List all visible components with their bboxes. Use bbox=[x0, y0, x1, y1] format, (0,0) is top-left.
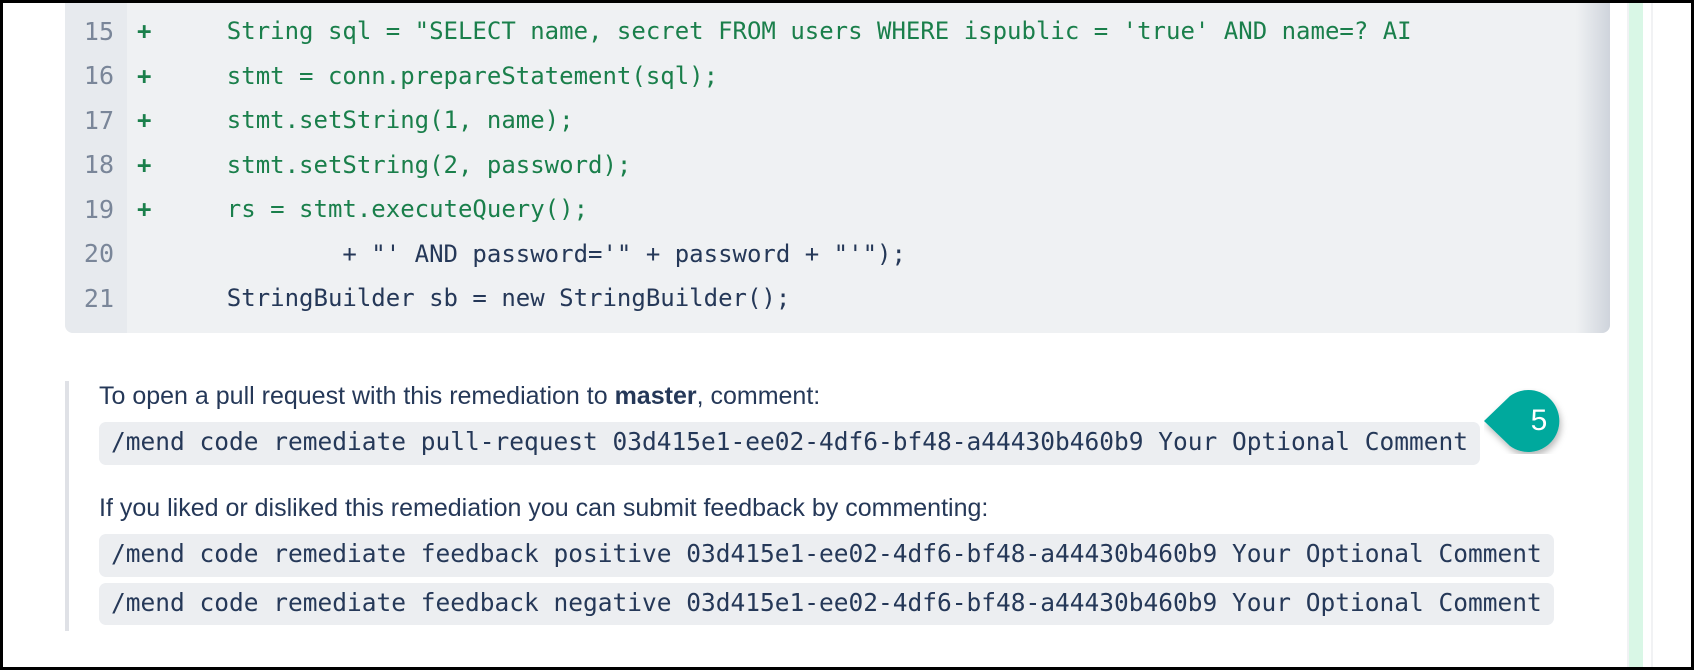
callout-pin-icon bbox=[1484, 390, 1560, 452]
pull-request-command[interactable]: /mend code remediate pull-request 03d415… bbox=[99, 422, 1481, 465]
diff-marker-plus: + bbox=[137, 195, 152, 224]
scroll-track-edge-right bbox=[1651, 3, 1653, 667]
diff-row[interactable]: 17 + stmt.setString(1, name); bbox=[65, 98, 1610, 143]
diff-gutter bbox=[65, 3, 127, 333]
diff-code-text: StringBuilder sb = new StringBuilder(); bbox=[169, 284, 791, 313]
spacer bbox=[99, 471, 1505, 493]
diff-row[interactable]: 20 + "' AND password='" + password + "'"… bbox=[65, 232, 1610, 277]
pull-request-instruction: To open a pull request with this remedia… bbox=[99, 381, 1505, 412]
feedback-negative-command[interactable]: /mend code remediate feedback negative 0… bbox=[99, 582, 1554, 626]
diff-code-block: 15 + String sql = "SELECT name, secret F… bbox=[65, 3, 1610, 333]
scroll-track-edge-left bbox=[1627, 3, 1629, 667]
pull-request-instruction-suffix: , comment: bbox=[696, 382, 821, 410]
diff-marker-plus: + bbox=[137, 17, 152, 46]
diff-marker-plus: + bbox=[137, 106, 152, 135]
diff-row[interactable]: 19 + rs = stmt.executeQuery(); bbox=[65, 187, 1610, 232]
diff-code-text: stmt.setString(2, password); bbox=[169, 150, 632, 179]
diff-line-number: 20 bbox=[83, 239, 114, 269]
diff-line-number: 19 bbox=[83, 194, 114, 224]
diff-row[interactable]: 15 + String sql = "SELECT name, secret F… bbox=[65, 9, 1610, 54]
diff-code-text: stmt.setString(1, name); bbox=[169, 106, 574, 135]
diff-line-number: 21 bbox=[83, 283, 114, 313]
diff-code-text: stmt = conn.prepareStatement(sql); bbox=[169, 61, 719, 90]
diff-line-number: 16 bbox=[83, 61, 114, 91]
diff-marker-plus: + bbox=[137, 150, 152, 179]
diff-rows: 15 + String sql = "SELECT name, secret F… bbox=[65, 3, 1610, 321]
diff-line-number: 17 bbox=[83, 105, 114, 135]
feedback-instruction: If you liked or disliked this remediatio… bbox=[99, 493, 989, 522]
diff-line-number: 15 bbox=[83, 16, 114, 46]
diff-code-text: rs = stmt.executeQuery(); bbox=[169, 195, 589, 224]
diff-code-text: String sql = "SELECT name, secret FROM u… bbox=[169, 17, 1412, 46]
remediation-quote-block: To open a pull request with this remedia… bbox=[65, 381, 1554, 632]
diff-marker-plus: + bbox=[137, 61, 152, 90]
feedback-positive-command[interactable]: /mend code remediate feedback positive 0… bbox=[99, 534, 1554, 577]
branch-name: master bbox=[614, 382, 697, 410]
callout-badge-5: 5 bbox=[1484, 388, 1576, 454]
diff-code-text: + "' AND password='" + password + "'"); bbox=[169, 239, 906, 268]
pull-request-instruction-prefix: To open a pull request with this remedia… bbox=[99, 382, 615, 410]
callout-number: 5 bbox=[1530, 404, 1548, 437]
diff-line-number: 18 bbox=[83, 150, 114, 180]
diff-row[interactable]: 18 + stmt.setString(2, password); bbox=[65, 143, 1610, 188]
diff-row[interactable]: 21 StringBuilder sb = new StringBuilder(… bbox=[65, 276, 1610, 321]
diff-row[interactable]: 16 + stmt = conn.prepareStatement(sql); bbox=[65, 54, 1610, 99]
scroll-strip-indicator[interactable] bbox=[1629, 3, 1643, 667]
